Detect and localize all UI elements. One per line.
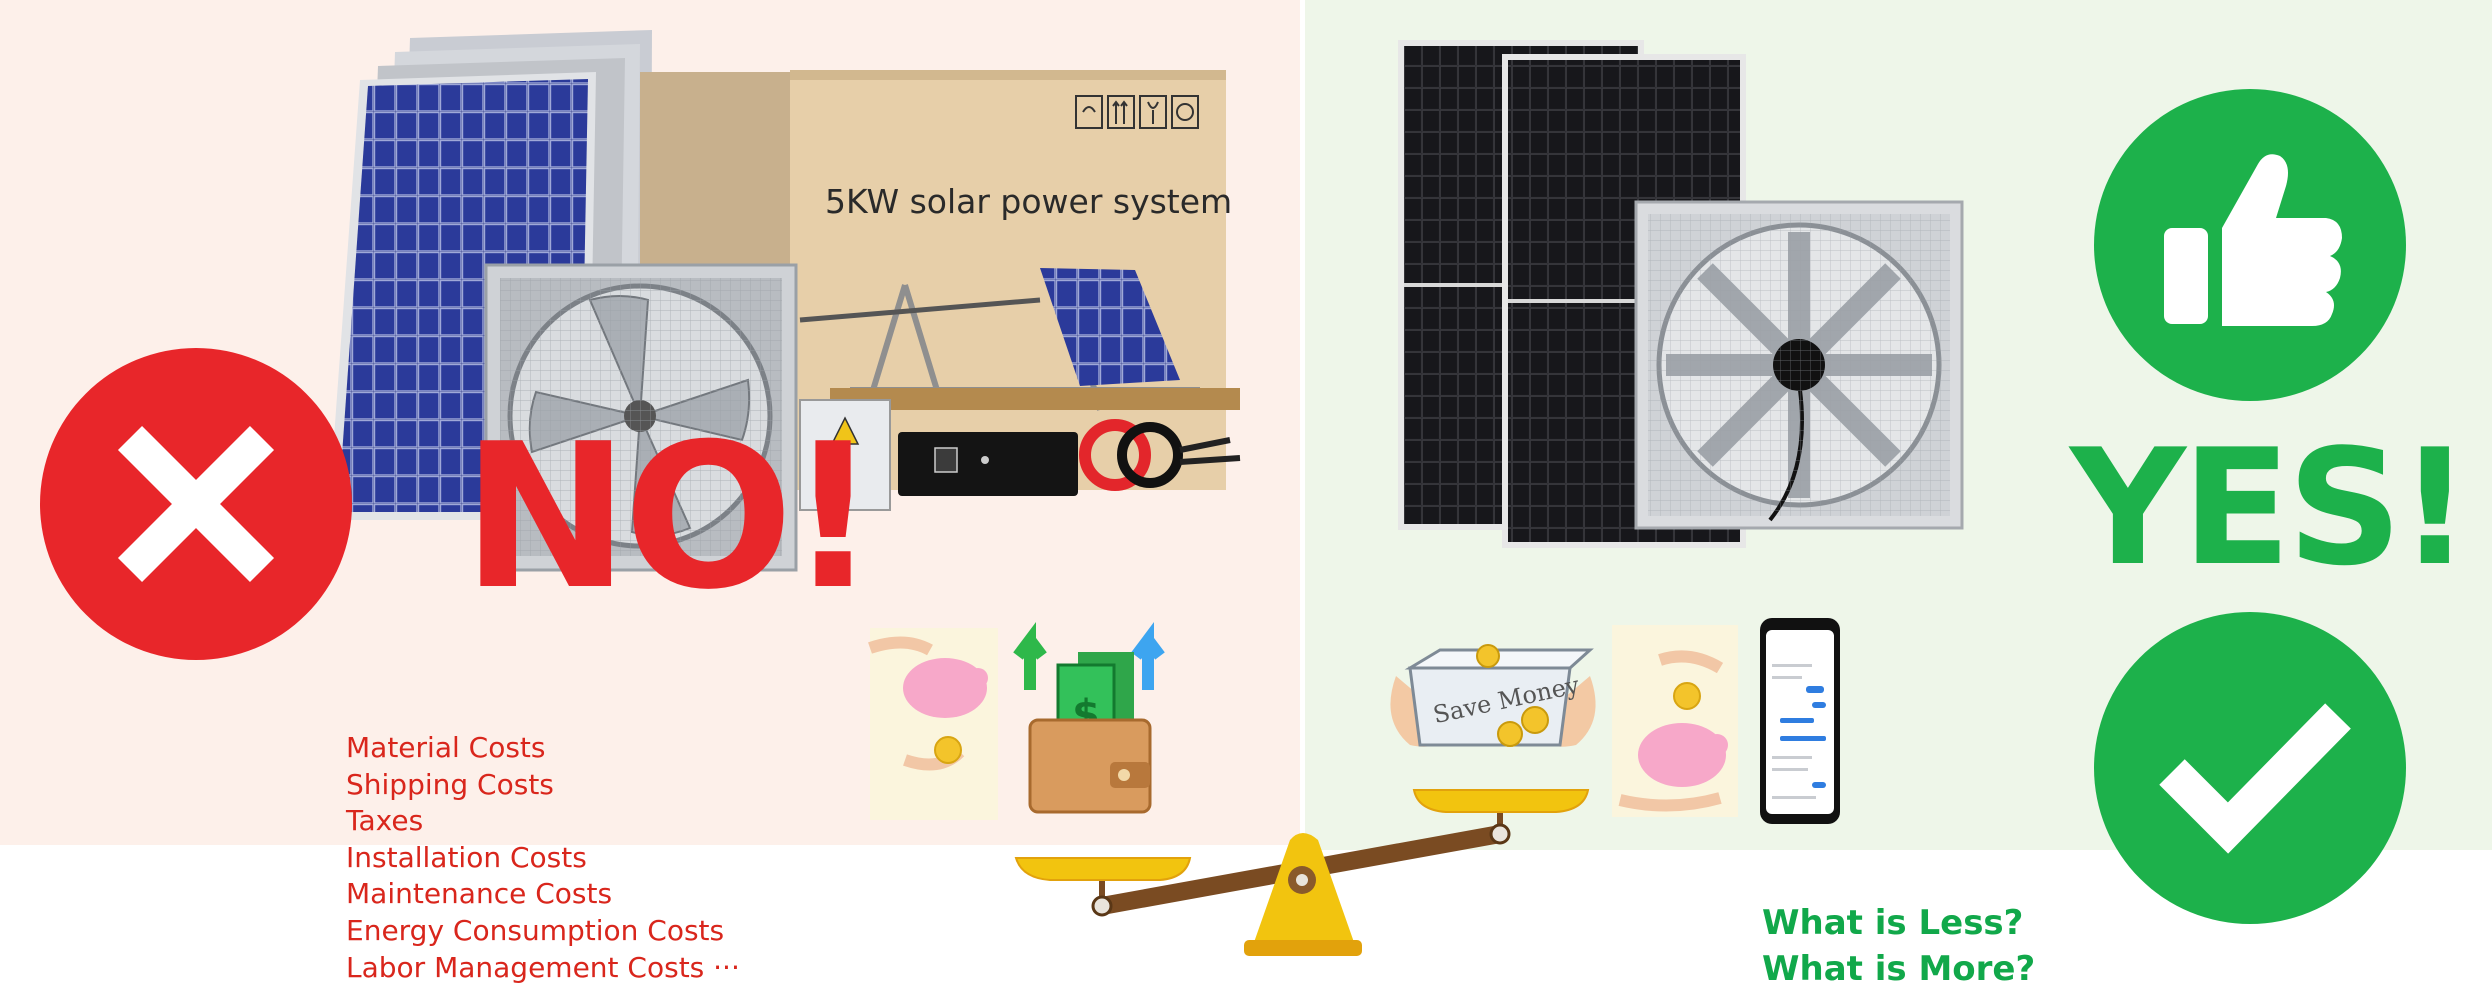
thumbs-up-icon: [2094, 89, 2406, 401]
list-item: Shipping Costs: [346, 767, 554, 801]
balance-scale-icon: [1014, 789, 1590, 956]
cable-coils: [1079, 419, 1241, 491]
close-icon: [40, 348, 352, 660]
piggy-bank-card-right: [1612, 625, 1738, 817]
question-more: What is More?: [1762, 949, 2036, 989]
solar-panels-black: [1398, 40, 1746, 548]
question-less: What is Less?: [1762, 903, 2024, 943]
battery-unit: [898, 432, 1078, 496]
list-item: Energy Consumption Costs: [346, 913, 725, 947]
exhaust-fan-left: [484, 263, 798, 572]
list-item: Labor Management Costs ···: [346, 950, 740, 984]
list-item: Maintenance Costs: [346, 877, 613, 911]
no-verdict: NO!: [462, 401, 879, 634]
question-list: What is Less? What is More?: [1762, 900, 2035, 992]
list-item: Installation Costs: [346, 840, 587, 874]
exhaust-fan-right: [1634, 200, 1964, 530]
cost-list: Material Costs Shipping Costs Taxes Inst…: [346, 730, 740, 986]
list-item: Taxes: [346, 804, 424, 838]
piggy-bank-card-left: [868, 628, 998, 820]
box-label: 5KW solar power system: [825, 182, 1233, 221]
smartphone-app-icon: [1760, 618, 1840, 824]
save-money-jar-icon: [1390, 644, 1596, 747]
checkmark-icon: [2094, 612, 2406, 924]
yes-verdict: YES!: [2070, 414, 2471, 601]
combiner-box: [799, 399, 891, 511]
wallet-money-icon: $: [1013, 622, 1165, 814]
list-item: Material Costs: [346, 731, 546, 764]
